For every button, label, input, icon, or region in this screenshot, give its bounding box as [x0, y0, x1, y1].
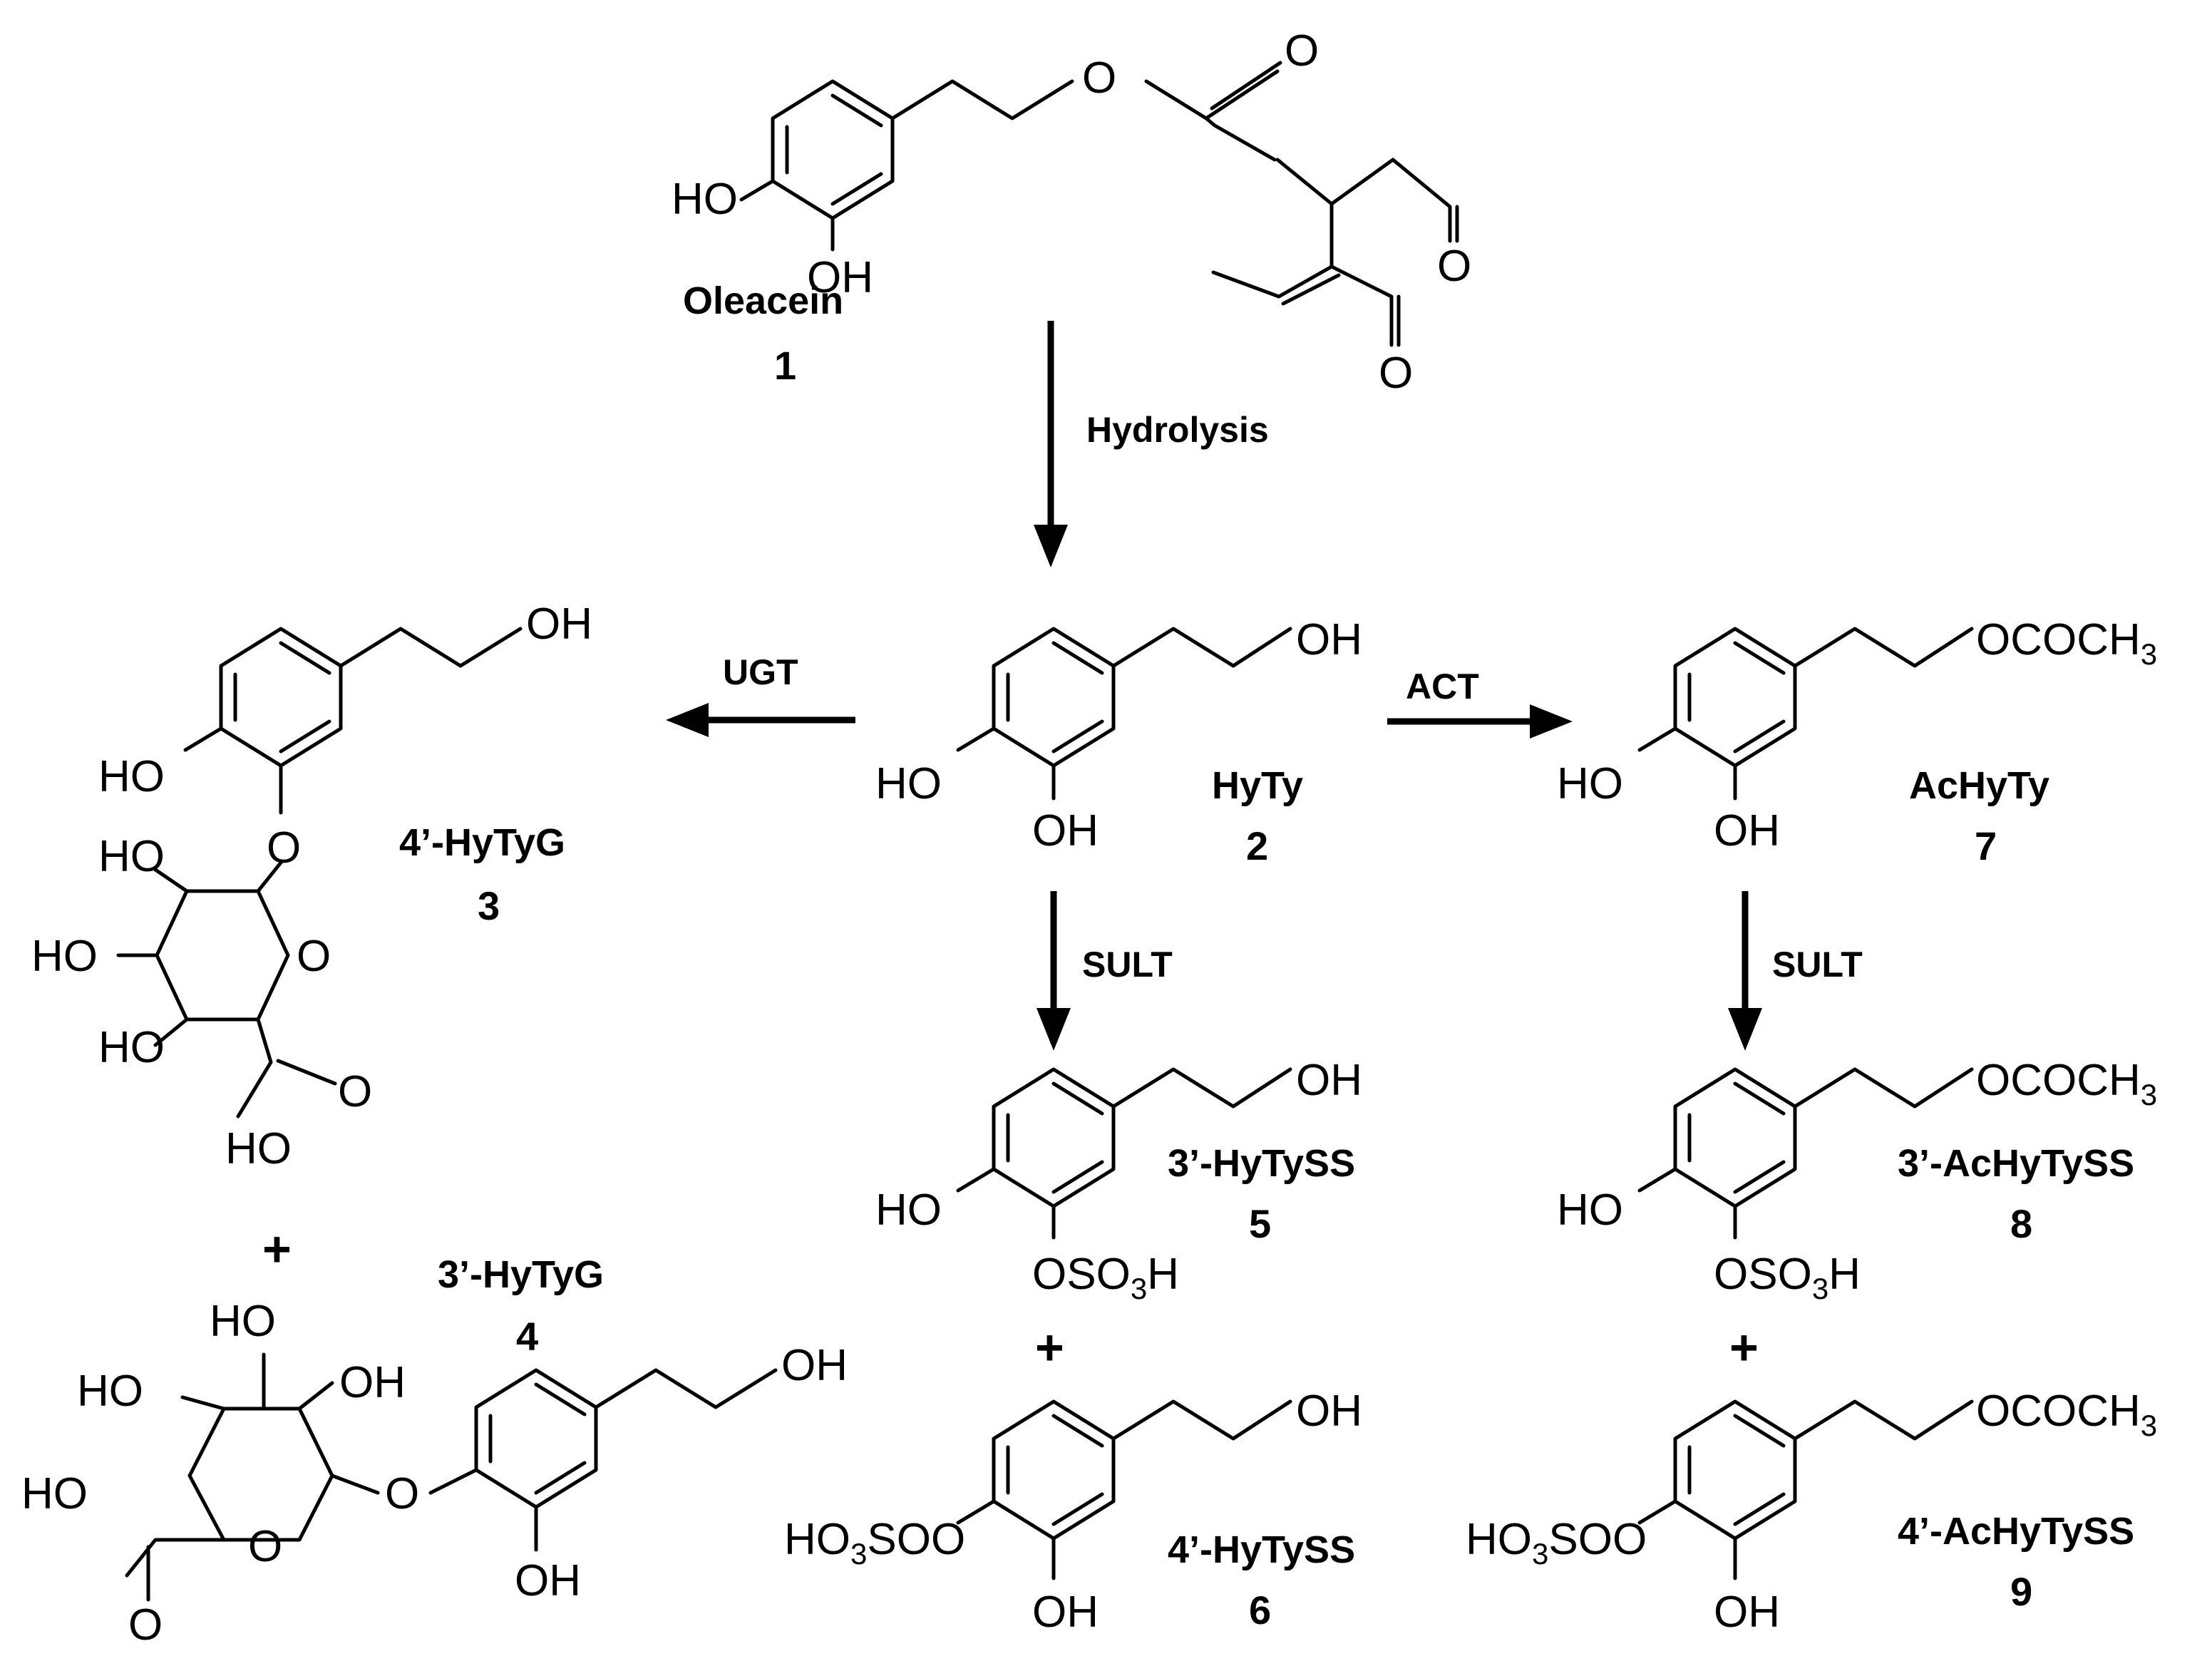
acetate-label: OCOCH3: [1976, 1387, 2157, 1442]
glycosidic-o-label: O: [385, 1469, 419, 1518]
aldehyde-o-label-2: O: [1379, 349, 1413, 398]
compound-number-1: 1: [774, 343, 796, 388]
compound-name-5: 3’-HyTySS: [1168, 1142, 1355, 1185]
hydroxyl-label: OH: [1296, 1056, 1362, 1105]
carbonyl-o-label: O: [128, 1600, 163, 1650]
sulfate-label: OSO3H: [1032, 1250, 1179, 1305]
plus-sign-3: +: [1729, 1320, 1759, 1375]
acetate-label: OCOCH3: [1976, 615, 2157, 671]
hydroxyl-label-6: HO: [225, 1124, 292, 1173]
hydroxyl-label-2: HO: [210, 1297, 276, 1346]
structure-4-achytyss: OCOCH3 HO3SOO OH 4’-AcHyTySS 9: [1466, 1387, 2157, 1637]
compound-name-1: Oleacein: [683, 279, 843, 322]
hydroxyl-label-6: OH: [515, 1556, 581, 1605]
hydroxyl-label-2: HO: [98, 752, 165, 801]
structure-4-hytyg: OH HO O HO HO O HO O HO 4’-HyTyG 3: [31, 600, 592, 1173]
compound-number-5: 5: [1249, 1201, 1271, 1246]
hydroxyl-label: HO: [672, 175, 738, 224]
carbonyl-o-label: O: [1285, 26, 1319, 76]
arrow-ugt: UGT: [666, 652, 855, 737]
hydroxyl-label: OH: [526, 600, 592, 649]
hydroxyl-label-2: HO: [875, 1186, 942, 1235]
arrow-sult-right: SULT: [1728, 891, 1863, 1051]
hydroxyl-label: OH: [1714, 1588, 1780, 1637]
carbonyl-o-label: O: [338, 1067, 372, 1116]
aldehyde-o-label: O: [1437, 242, 1471, 291]
hydroxyl-label-3: HO: [98, 832, 165, 881]
structure-3-achytyss: OCOCH3 HO OSO3H 3’-AcHyTySS 8: [1557, 1056, 2157, 1305]
hydroxyl-label: HO: [1557, 1186, 1623, 1235]
structure-3-hytyg: OH O O HO HO OH HO O OH 3’-HyTyG 4: [21, 1253, 848, 1650]
sulfate-label: HO3SOO: [1466, 1515, 1647, 1570]
plus-sign: +: [262, 1221, 292, 1277]
hydroxyl-label-4: OH: [339, 1358, 406, 1407]
compound-number-2: 2: [1246, 823, 1268, 868]
arrow-sult-middle: SULT: [1036, 891, 1173, 1051]
hydroxyl-label-2: OH: [1032, 1588, 1099, 1637]
structure-3-hytyss: OH HO OSO3H 3’-HyTySS 5: [875, 1056, 1362, 1305]
structure-4-hytyss: OH HO3SOO OH 4’-HyTySS 6: [784, 1387, 1362, 1637]
reaction-label-hydrolysis: Hydrolysis: [1086, 410, 1269, 450]
reaction-label-sult-right: SULT: [1772, 945, 1863, 984]
hydroxyl-label: OH: [781, 1341, 848, 1390]
compound-name-9: 4’-AcHyTySS: [1898, 1510, 2134, 1553]
structure-oleacein: O O O O HO OH Oleacein 1: [672, 26, 1471, 398]
compound-number-3: 3: [478, 883, 500, 928]
compound-name-3: 4’-HyTyG: [399, 821, 565, 864]
reaction-label-sult-middle: SULT: [1082, 945, 1173, 984]
hydroxyl-label: OH: [1296, 615, 1362, 664]
plus-sign-2: +: [1035, 1320, 1064, 1375]
hydroxyl-label: OH: [1296, 1387, 1362, 1436]
hydroxyl-label-2: OH: [807, 253, 873, 302]
acetate-label: OCOCH3: [1976, 1056, 2157, 1111]
compound-name-6: 4’-HyTySS: [1168, 1528, 1355, 1571]
ester-o-label: O: [1082, 53, 1116, 103]
hydroxyl-label-2: HO: [875, 759, 942, 808]
compound-number-4: 4: [516, 1314, 538, 1359]
hydroxyl-label-5: HO: [98, 1023, 165, 1072]
hydroxyl-label-5: HO: [21, 1469, 88, 1518]
hydroxyl-label-3: HO: [77, 1367, 143, 1416]
compound-name-7: AcHyTy: [1909, 764, 2049, 807]
compound-number-8: 8: [2010, 1201, 2032, 1246]
compound-number-6: 6: [1249, 1588, 1271, 1633]
structure-hyty: OH HO OH HyTy 2: [875, 615, 1362, 868]
hydroxyl-label-3: OH: [1032, 806, 1099, 855]
hydroxyl-label: HO: [1557, 759, 1623, 808]
sulfate-label: OSO3H: [1714, 1250, 1861, 1305]
compound-name-8: 3’-AcHyTySS: [1898, 1142, 2134, 1185]
ring-o-label: O: [297, 932, 331, 981]
hydroxyl-label-4: HO: [31, 932, 98, 981]
compound-number-7: 7: [1975, 823, 1997, 868]
compound-name-2: HyTy: [1212, 764, 1303, 807]
sulfate-label: HO3SOO: [784, 1515, 965, 1570]
glycosidic-o-label: O: [267, 823, 301, 873]
compound-number-9: 9: [2010, 1569, 2032, 1614]
reaction-label-ugt: UGT: [723, 652, 798, 692]
compound-name-4: 3’-HyTyG: [438, 1253, 604, 1296]
reaction-label-act: ACT: [1406, 667, 1479, 706]
hydroxyl-label-2: OH: [1714, 806, 1780, 855]
structure-achyty: OCOCH3 HO OH AcHyTy 7: [1557, 615, 2157, 868]
arrow-hydrolysis: Hydrolysis: [1034, 321, 1269, 567]
arrow-act: ACT: [1387, 667, 1573, 739]
ring-o-label: O: [248, 1522, 282, 1571]
